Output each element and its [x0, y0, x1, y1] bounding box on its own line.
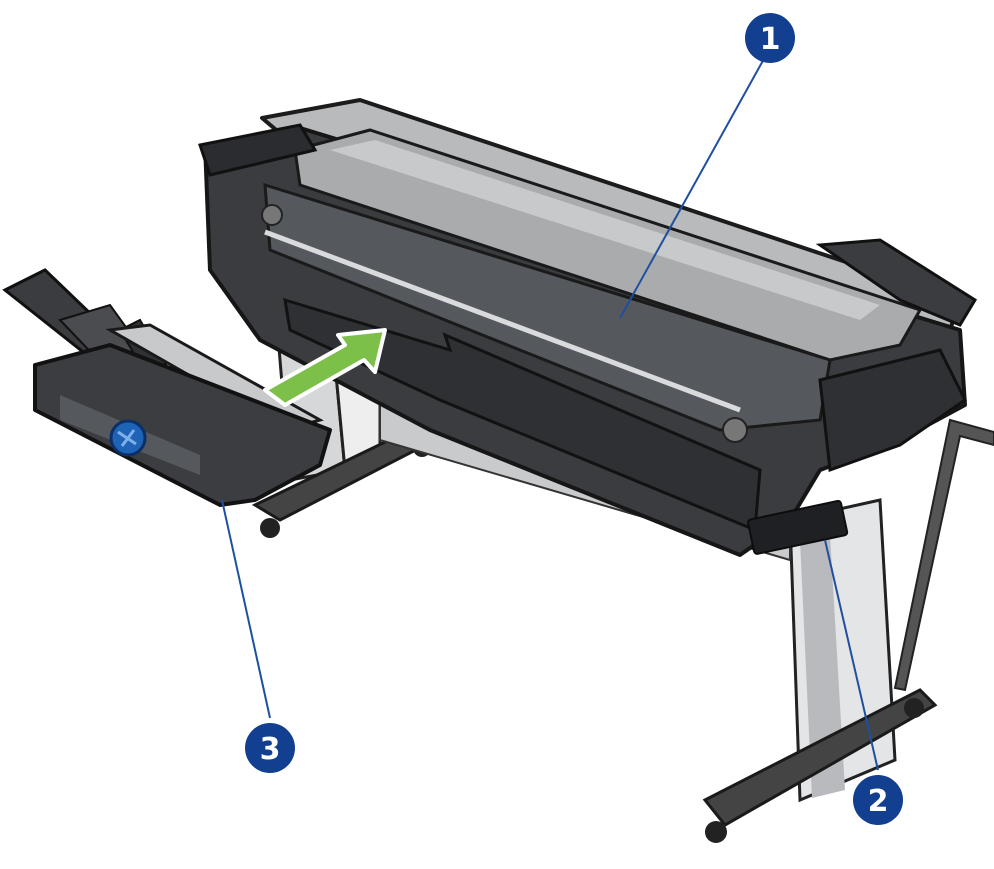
callout-1: 1 — [745, 13, 795, 63]
right-flap — [815, 238, 978, 327]
printer-body — [198, 98, 978, 557]
stand-right-leg-shade — [800, 535, 845, 798]
roller — [722, 417, 748, 443]
basket-tray-body — [33, 343, 332, 507]
wire-guide — [893, 418, 994, 692]
caster — [705, 821, 727, 843]
front-lid — [283, 297, 762, 533]
roller — [261, 204, 283, 226]
right-end-cap — [818, 348, 967, 473]
callout-label: 1 — [760, 22, 781, 57]
caster — [260, 518, 280, 538]
caster — [904, 698, 924, 718]
roll-attachment-basket — [2, 268, 332, 507]
left-end-cap — [198, 123, 318, 177]
print-rod — [264, 229, 741, 413]
callout-label: 2 — [868, 784, 889, 819]
front-window — [263, 182, 832, 432]
callout-2: 2 — [853, 775, 903, 825]
blue-knob-icon — [109, 419, 147, 457]
leader-line-3 — [221, 499, 271, 719]
stand-right-foot — [702, 688, 938, 827]
power-switch-area — [747, 499, 849, 555]
leader-line-2 — [824, 539, 879, 771]
top-cover-highlight — [330, 140, 880, 320]
callout-label: 3 — [260, 732, 281, 767]
callout-3: 3 — [245, 723, 295, 773]
callout-leaders — [221, 47, 879, 771]
insert-arrow-icon — [263, 328, 387, 407]
leader-line-1 — [619, 47, 771, 319]
